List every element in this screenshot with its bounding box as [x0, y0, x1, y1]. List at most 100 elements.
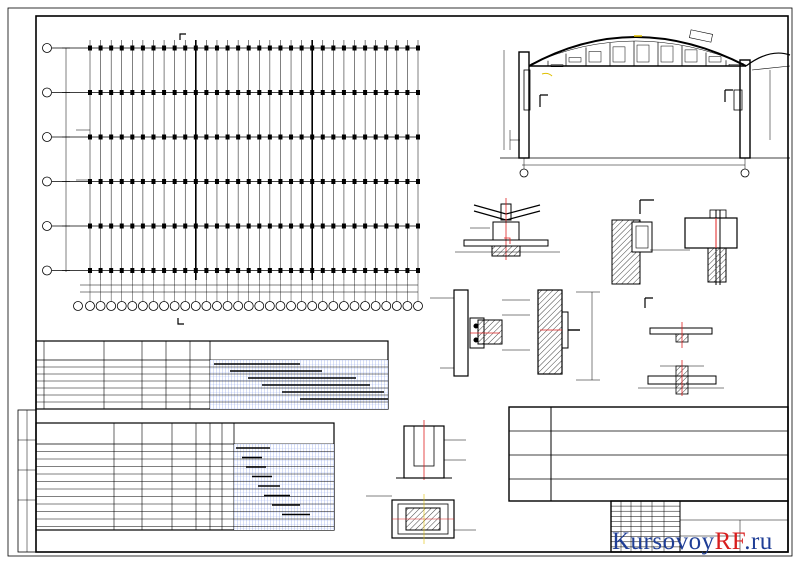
column-node — [236, 268, 241, 273]
column-node — [183, 179, 188, 184]
column-node — [363, 179, 368, 184]
column-node — [310, 223, 315, 229]
column-node — [341, 134, 346, 140]
column-node — [267, 45, 272, 51]
work-schedule-table-1 — [35, 340, 389, 410]
column-axis-marker — [222, 301, 233, 311]
column-node — [88, 179, 92, 184]
column-node — [130, 179, 135, 184]
section-mark — [179, 33, 186, 40]
column-axis-marker — [106, 301, 117, 311]
column-node — [373, 223, 378, 229]
column-node — [310, 179, 315, 184]
column-node — [214, 90, 219, 95]
column-node — [289, 223, 294, 229]
column-node — [140, 223, 145, 229]
column-node — [172, 268, 177, 273]
column-node — [98, 223, 103, 229]
column-node — [204, 179, 209, 184]
schedule-1-rows — [36, 366, 388, 403]
column-node — [331, 134, 336, 140]
column-node — [341, 179, 346, 184]
column-node — [225, 223, 230, 229]
column-axis-marker — [402, 301, 413, 311]
truss-window — [728, 64, 742, 67]
building-cross-section — [500, 29, 791, 178]
column-node — [183, 134, 188, 140]
column-node — [373, 268, 378, 273]
column-node — [267, 134, 272, 140]
column-node — [162, 134, 167, 140]
column-node — [225, 268, 230, 273]
column-node — [183, 223, 188, 229]
column-node — [394, 134, 399, 140]
column-node — [310, 134, 315, 140]
column-node — [299, 90, 304, 95]
column-node — [214, 45, 219, 51]
column-node — [405, 45, 410, 51]
column-node — [363, 268, 368, 273]
column-node — [204, 134, 209, 140]
column-node — [162, 45, 167, 51]
row-axis-marker — [42, 265, 52, 276]
detail-beam-to-wall — [611, 199, 738, 308]
column-node — [140, 268, 145, 273]
column-node — [394, 223, 399, 229]
column-axis-marker — [116, 301, 127, 311]
column-node — [162, 90, 167, 95]
column-node — [352, 134, 357, 140]
column-node — [331, 45, 336, 51]
truss-window — [568, 57, 582, 63]
column-node — [373, 45, 378, 51]
column-node — [151, 179, 156, 184]
column-node — [193, 90, 198, 95]
column-node — [236, 45, 241, 51]
column-node — [204, 223, 209, 229]
column-node — [119, 179, 124, 184]
column-node — [416, 90, 420, 95]
column-node — [246, 90, 251, 95]
column-node — [151, 90, 156, 95]
truss-window — [684, 49, 698, 63]
column-node — [278, 90, 283, 95]
column-node — [246, 268, 251, 273]
column-node — [416, 134, 420, 140]
column-node — [140, 179, 145, 184]
column-node — [267, 223, 272, 229]
column-axis-marker — [138, 301, 148, 311]
column-node — [172, 179, 177, 184]
column-node — [246, 223, 251, 229]
column-node — [204, 268, 209, 273]
column-node — [320, 179, 325, 184]
column-node — [236, 90, 241, 95]
column-node — [140, 45, 145, 51]
column-node — [193, 179, 198, 184]
column-axis-marker — [275, 301, 286, 311]
column-node — [257, 90, 262, 95]
column-node — [109, 134, 114, 140]
column-node — [299, 179, 304, 184]
column-axis-marker — [233, 301, 244, 311]
column-node — [172, 223, 177, 229]
column-node — [405, 90, 410, 95]
column-node — [183, 45, 188, 51]
column-node — [119, 223, 124, 229]
column-node — [98, 90, 103, 95]
column-node — [130, 45, 135, 51]
column-node — [193, 223, 198, 229]
column-axis-marker — [127, 301, 138, 311]
column-node — [151, 268, 156, 273]
column-axis-marker — [328, 301, 339, 311]
row-axis-marker — [42, 87, 52, 98]
column-node — [384, 134, 389, 140]
column-node — [109, 268, 114, 273]
column-node — [214, 134, 219, 140]
column-node — [236, 223, 241, 229]
column-node — [363, 45, 368, 51]
column-node — [320, 134, 325, 140]
column-node — [257, 268, 262, 273]
column-axis-marker — [317, 301, 328, 311]
column-node — [331, 90, 336, 95]
column-axis-marker — [360, 301, 370, 311]
column-node — [109, 179, 114, 184]
